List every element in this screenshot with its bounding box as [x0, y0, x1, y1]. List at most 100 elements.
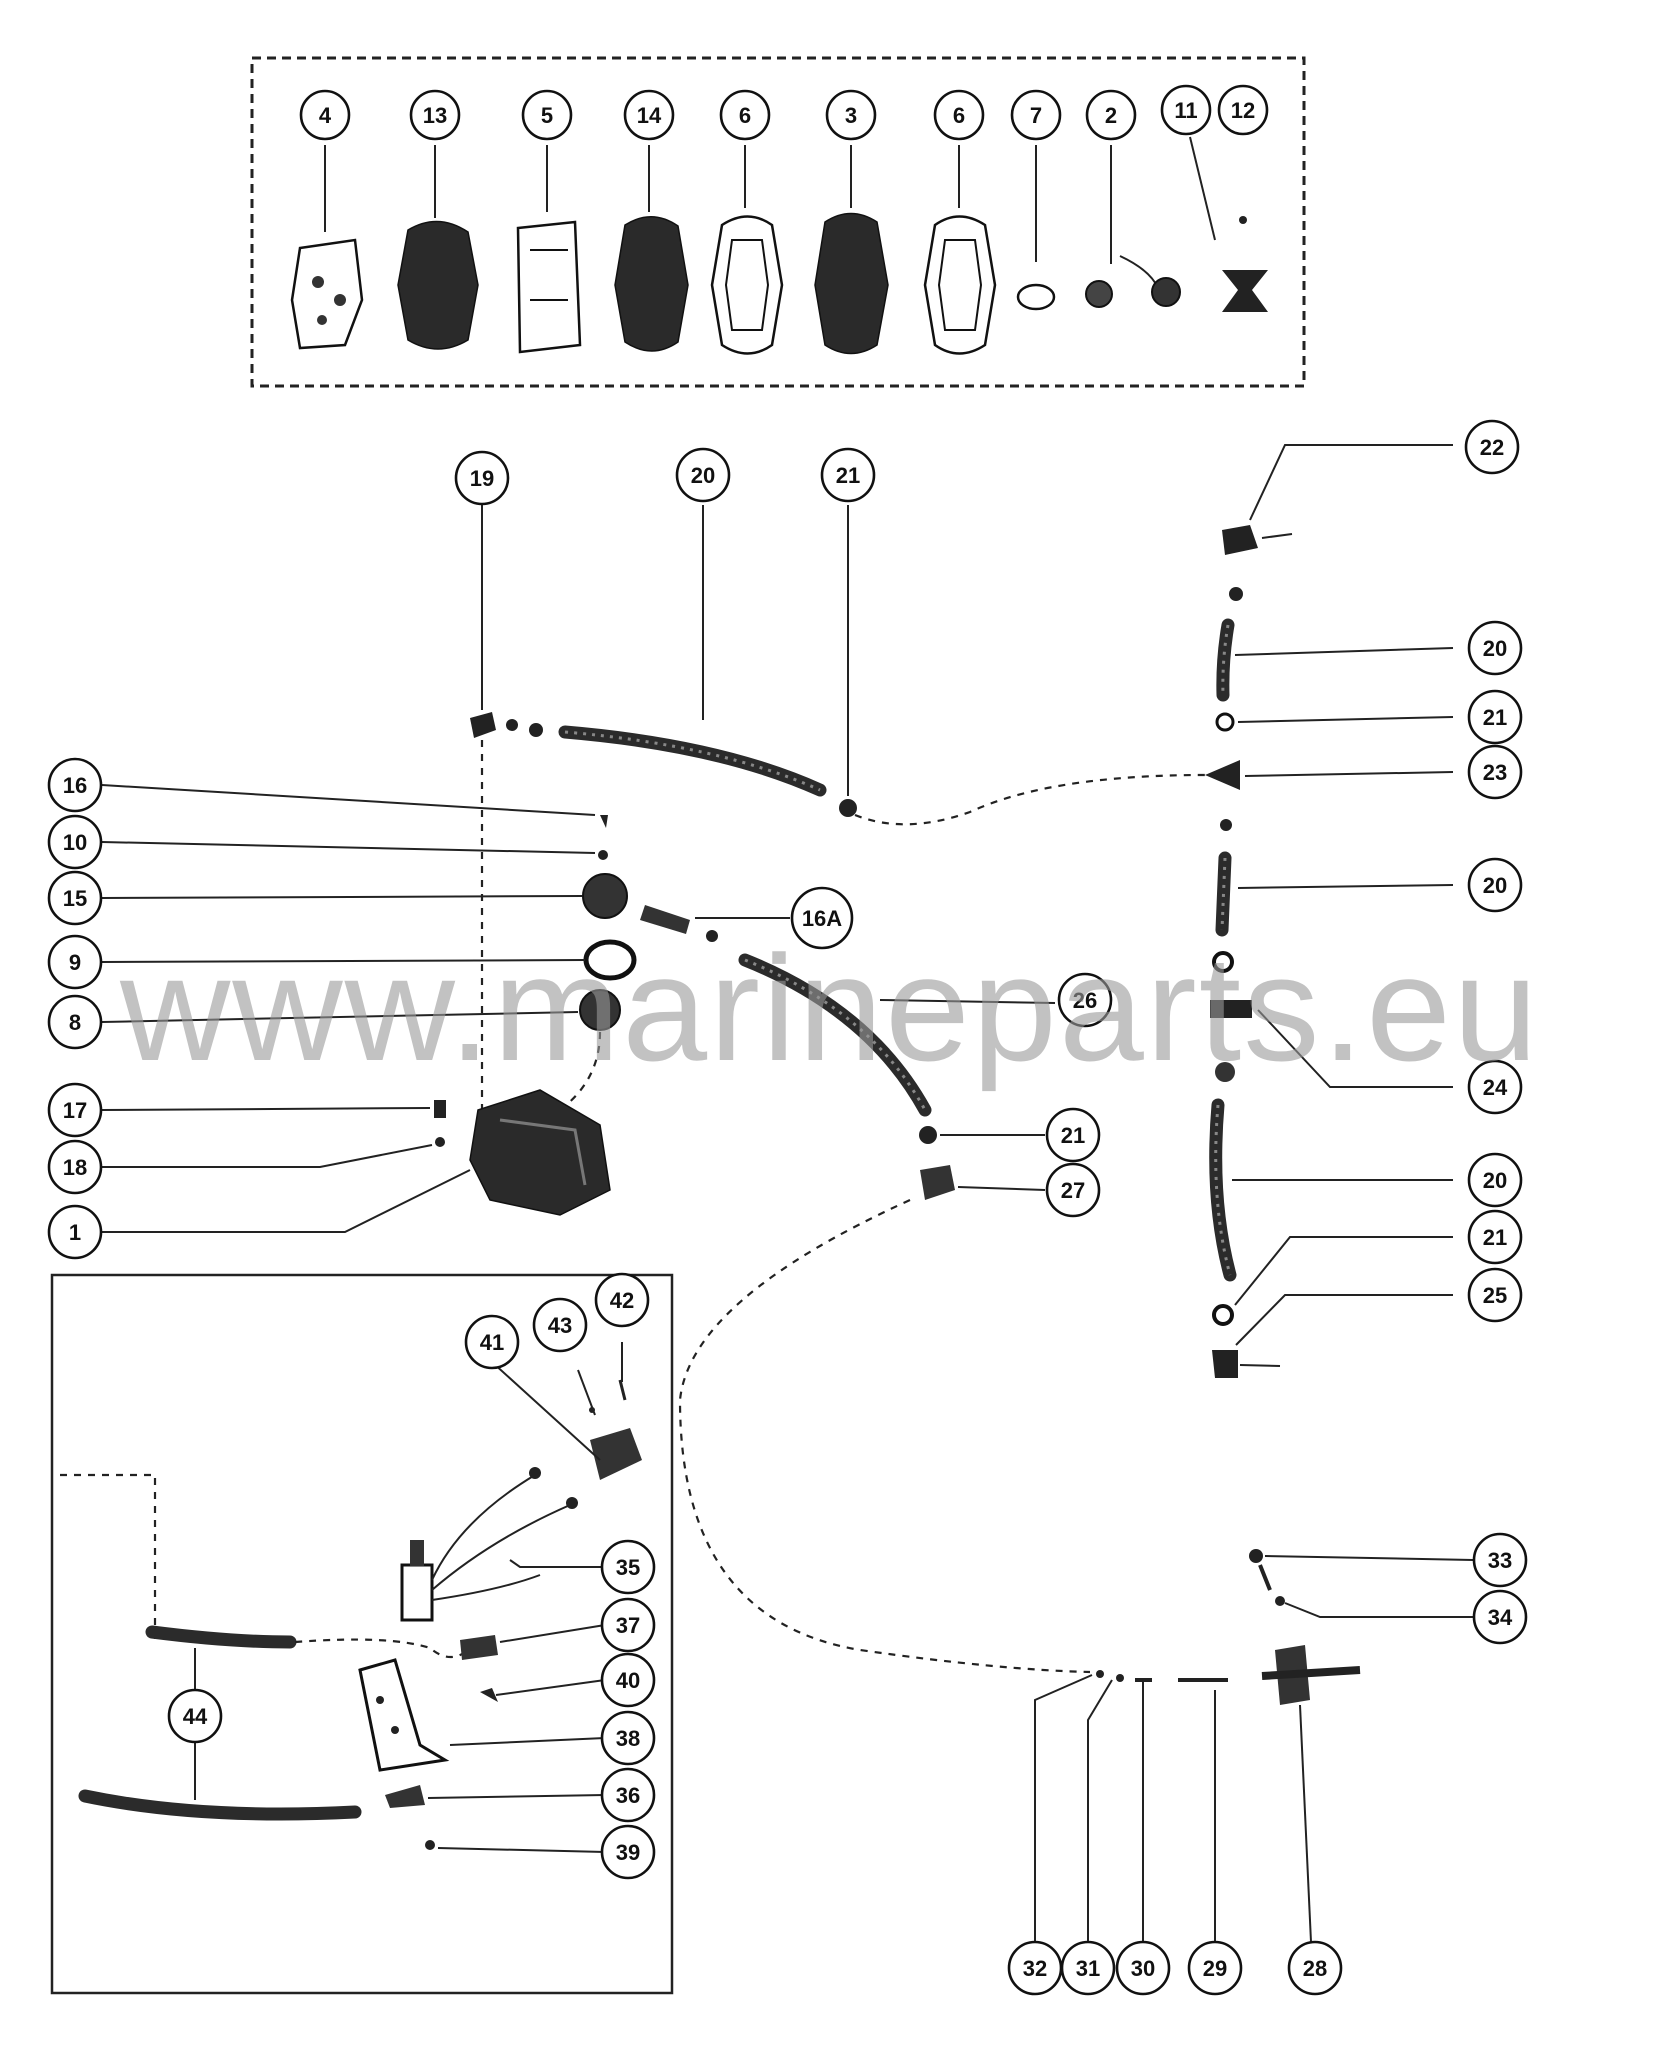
callout-3: 3	[825, 89, 877, 141]
svg-text:20: 20	[691, 463, 715, 488]
callout-32: 32	[1007, 1940, 1063, 1996]
screw-17	[434, 1100, 446, 1118]
svg-text:11: 11	[1174, 98, 1197, 123]
svg-text:43: 43	[548, 1313, 572, 1338]
hose-route-line	[854, 773, 1206, 826]
fitting-22	[1222, 525, 1258, 555]
callout-34: 34	[1472, 1589, 1528, 1645]
valve-disc-part	[1151, 277, 1181, 307]
svg-text:9: 9	[69, 950, 81, 975]
tee-fitting-23	[1205, 760, 1240, 790]
diaphragm-part-3	[814, 212, 889, 355]
fuel-line-route	[678, 1198, 1091, 1674]
svg-text:2: 2	[1105, 103, 1117, 128]
gasket-part	[710, 215, 784, 355]
fuel-hose-26	[738, 953, 932, 1117]
svg-text:30: 30	[1131, 1956, 1155, 1981]
callout-22: 22	[1464, 419, 1520, 475]
svg-text:31: 31	[1076, 1956, 1100, 1981]
svg-text:10: 10	[63, 830, 87, 855]
callout-33: 33	[1472, 1532, 1528, 1588]
diaphragm-part-2	[614, 216, 689, 352]
callout-42: 42	[594, 1272, 650, 1328]
watermark: www.marineparts.eu	[119, 924, 1540, 1092]
svg-text:20: 20	[1483, 636, 1507, 661]
screw-16	[600, 815, 608, 828]
callout-21-r3: 21	[1467, 1209, 1523, 1265]
callout-1: 1	[47, 1204, 103, 1260]
svg-text:25: 25	[1483, 1283, 1507, 1308]
callout-20-r1: 20	[1467, 620, 1523, 676]
callout-24: 24	[1467, 1059, 1523, 1115]
callout-20-r2: 20	[1467, 857, 1523, 913]
callout-17: 17	[47, 1082, 103, 1138]
callout-30: 30	[1115, 1940, 1171, 1996]
tee-fitting-24	[1210, 1000, 1252, 1018]
callout-21-r1: 21	[1467, 689, 1523, 745]
callout-20-r3: 20	[1467, 1152, 1523, 1208]
clamp-21-top	[839, 799, 857, 817]
callout-31: 31	[1060, 1940, 1116, 1996]
svg-text:28: 28	[1303, 1956, 1327, 1981]
callout-7: 7	[1010, 89, 1062, 141]
svg-text:19: 19	[470, 466, 494, 491]
check-valve-part	[1085, 280, 1113, 308]
svg-text:23: 23	[1483, 760, 1507, 785]
callout-21-top: 21	[820, 447, 876, 503]
fitting-37	[460, 1635, 498, 1660]
bottom-right-parts	[1096, 1549, 1361, 1705]
main-callouts: 19 20 21 22 20 21 23 20 24 20 21 25 16 1…	[47, 419, 1528, 1996]
callout-27: 27	[1045, 1162, 1101, 1218]
callout-6b: 6	[933, 89, 985, 141]
callout-39: 39	[600, 1824, 656, 1880]
callout-41: 41	[464, 1314, 520, 1370]
callout-18: 18	[47, 1139, 103, 1195]
svg-text:37: 37	[616, 1613, 640, 1638]
svg-text:21: 21	[1483, 705, 1507, 730]
screw-33	[1249, 1549, 1263, 1563]
filter-cap-15	[582, 873, 628, 919]
callout-14: 14	[623, 89, 675, 141]
svg-text:15: 15	[63, 886, 87, 911]
svg-text:24: 24	[1483, 1075, 1508, 1100]
svg-text:22: 22	[1480, 435, 1504, 460]
callout-16: 16	[47, 757, 103, 813]
callout-26: 26	[1057, 972, 1113, 1028]
fuel-pump-body	[469, 1089, 611, 1216]
svg-text:32: 32	[1023, 1956, 1047, 1981]
fuel-hose-20-top	[558, 725, 827, 797]
callout-23: 23	[1467, 744, 1523, 800]
svg-text:42: 42	[610, 1288, 634, 1313]
svg-text:16A: 16A	[802, 906, 842, 931]
svg-text:7: 7	[1030, 103, 1042, 128]
inset-callouts: 41 43 42 35 37 40 38 36 39 44	[167, 1272, 656, 1880]
svg-text:41: 41	[480, 1330, 504, 1355]
callout-15: 15	[47, 870, 103, 926]
svg-text:39: 39	[616, 1840, 640, 1865]
clamp-21-mid	[919, 1126, 937, 1144]
callout-5: 5	[521, 89, 573, 141]
svg-text:38: 38	[616, 1726, 640, 1751]
kit-callouts: 4 13 5 14 6 3 6 7 2 11 12	[299, 84, 1269, 141]
callout-10: 10	[47, 814, 103, 870]
pump-cover-part	[290, 238, 364, 350]
callout-36: 36	[600, 1767, 656, 1823]
callout-13: 13	[409, 89, 461, 141]
washer-18	[435, 1137, 445, 1147]
callout-2: 2	[1085, 89, 1137, 141]
gasket-9	[583, 939, 637, 981]
svg-text:34: 34	[1488, 1605, 1513, 1630]
callout-11: 11	[1160, 84, 1212, 136]
fitting-27	[920, 1165, 955, 1200]
svg-text:21: 21	[1061, 1123, 1085, 1148]
repair-kit-box	[250, 56, 1306, 388]
callout-4: 4	[299, 89, 351, 141]
svg-text:4: 4	[319, 103, 332, 128]
svg-text:5: 5	[541, 103, 553, 128]
callout-21-mid: 21	[1045, 1107, 1101, 1163]
callout-16a: 16A	[790, 886, 854, 950]
svg-text:8: 8	[69, 1010, 81, 1035]
callout-37: 37	[600, 1597, 656, 1653]
fitting-16a	[640, 905, 690, 934]
svg-text:33: 33	[1488, 1548, 1512, 1573]
